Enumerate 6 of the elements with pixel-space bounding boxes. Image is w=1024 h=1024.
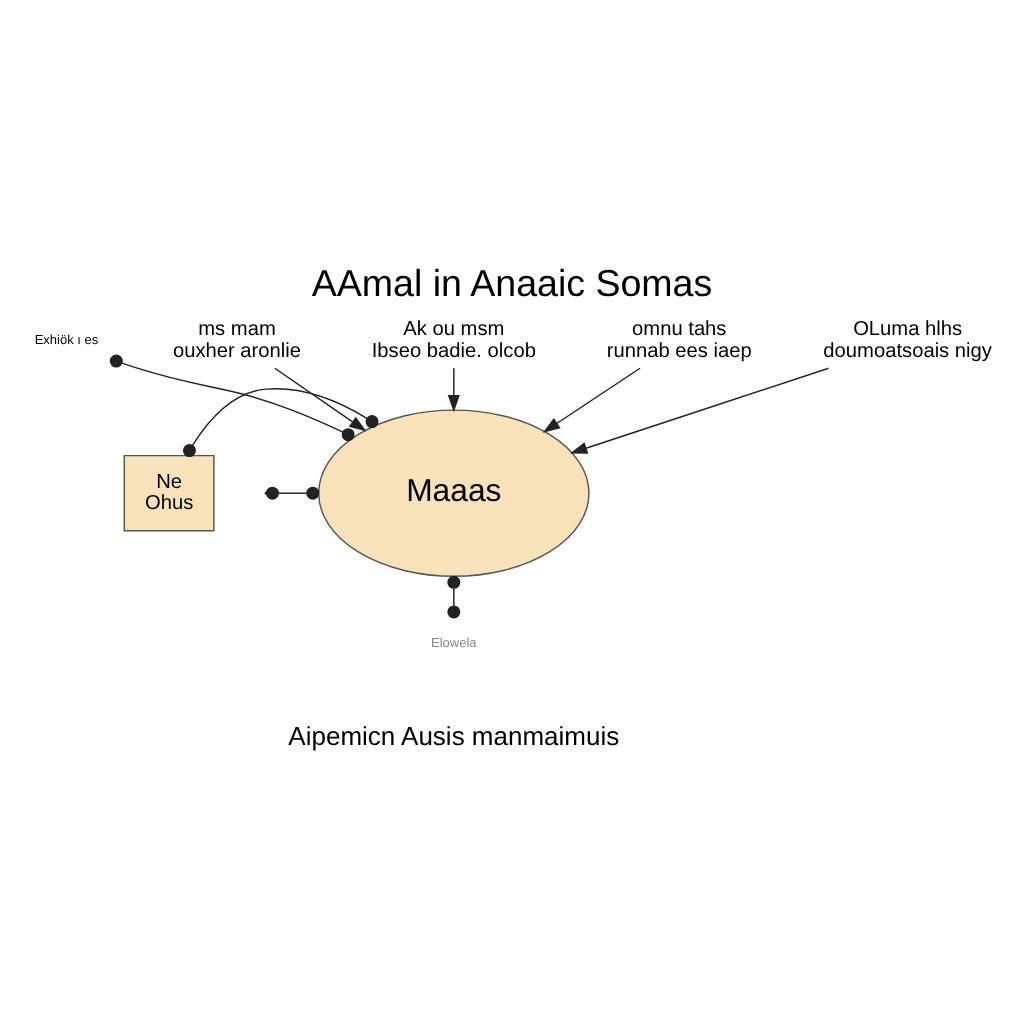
node-text: Ak ou msm Ibseo badie. olcob bbox=[371, 319, 536, 363]
node-text: omnu tahs runnab ees iaep bbox=[606, 319, 752, 363]
caption: Aipemicn Ausis manmaimuis bbox=[288, 720, 620, 751]
node-text: ms mam ouxher aronlie bbox=[172, 319, 302, 363]
diagram-title: AAmal in Anaaic Somas bbox=[311, 261, 713, 304]
node-text: OLuma hlhs doumoatsoais nigy bbox=[823, 319, 992, 363]
